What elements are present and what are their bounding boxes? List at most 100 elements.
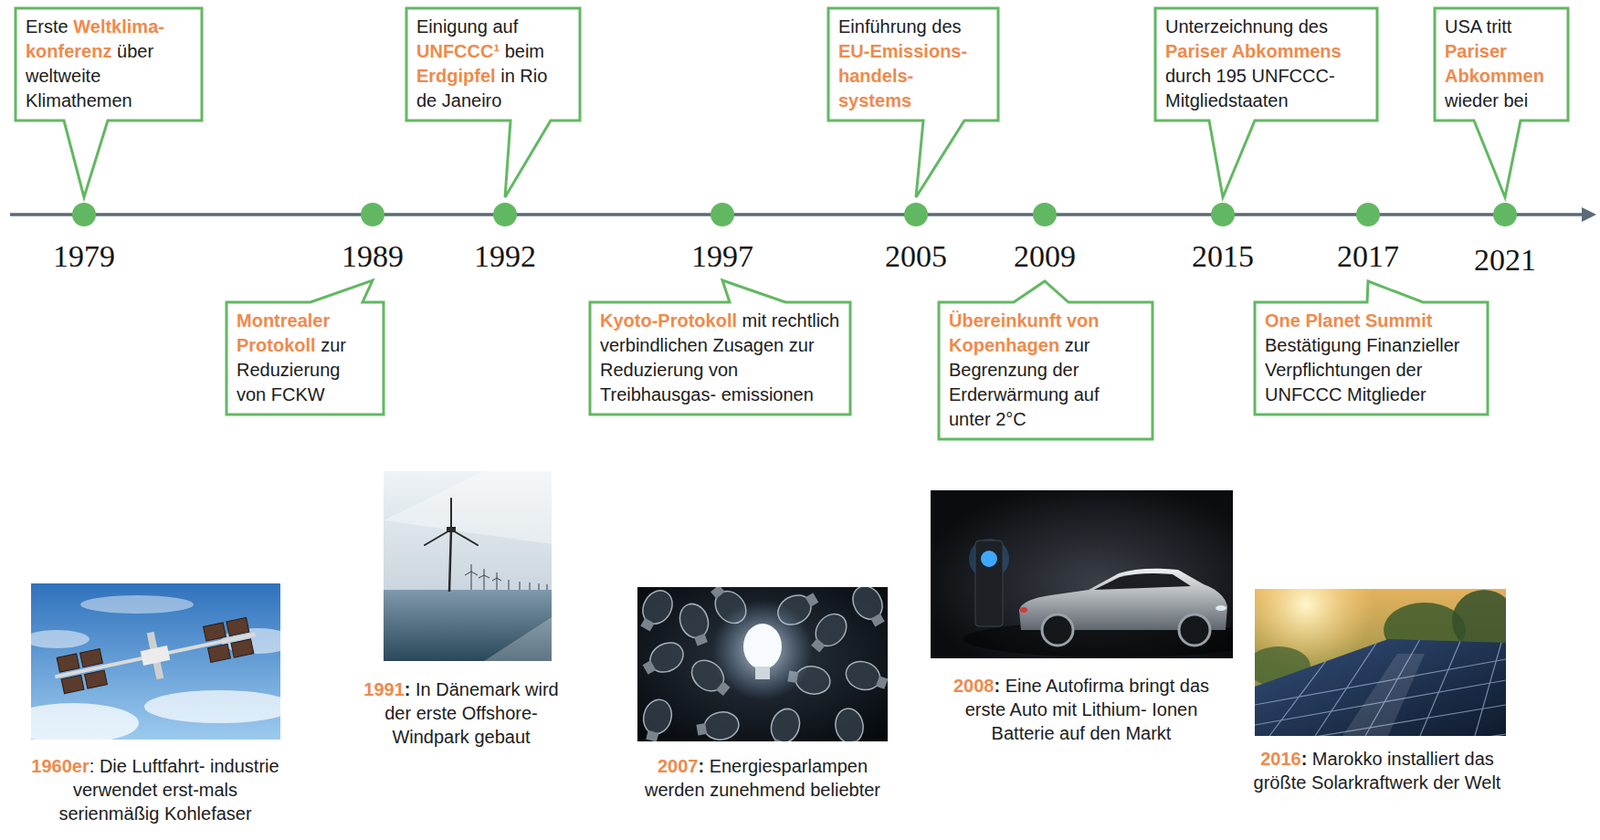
- photo-caption: 2008: Eine Autofirma bringt das erste Au…: [948, 673, 1214, 746]
- callout-outline: [1155, 8, 1378, 198]
- solar-photo-part: [1254, 639, 1506, 737]
- text-run: EU-Emissions- handels- systems: [838, 41, 968, 111]
- satellite-photo-part-part: [231, 639, 254, 658]
- bulb-photo-part: [842, 656, 888, 697]
- timeline-dots-part: [360, 202, 385, 227]
- text-run: :: [697, 756, 705, 777]
- year-label: 2005: [856, 239, 976, 274]
- satellite-photo-part-part: [80, 648, 104, 667]
- callout-box: Unterzeichnung des Pariser Abkommens dur…: [1155, 8, 1378, 121]
- callout-box: Einführung des EU-Emissions- handels- sy…: [828, 8, 999, 121]
- callout-outline: [226, 280, 384, 415]
- callout-outline: [406, 8, 580, 198]
- timeline-dots: [72, 202, 1517, 227]
- text-run: One Planet Summit: [1264, 310, 1432, 331]
- text-run: UNFCCC: [416, 41, 494, 62]
- text-run: 1989: [341, 239, 404, 274]
- callout-text: Einigung auf UNFCCC¹ beim Erdgipfel in R…: [416, 14, 571, 114]
- year-label: 1992: [445, 239, 565, 274]
- text-run: 2021: [1473, 242, 1537, 277]
- photo-caption: 2016: Marokko installiert das größte Sol…: [1240, 747, 1515, 795]
- wind-photo-part: [484, 617, 552, 662]
- wind-photo-part-part: [471, 564, 473, 572]
- year-label: 1989: [313, 239, 432, 274]
- wind-photo-part-part: [529, 582, 531, 590]
- wind-photo: [383, 471, 552, 662]
- car-photo-part: [1042, 614, 1074, 646]
- wind-photo-part-part: [547, 584, 548, 590]
- satellite-photo-part-part: [208, 643, 232, 663]
- car-photo-part: [1094, 573, 1191, 590]
- wind-photo-part: [383, 471, 552, 662]
- callout-outline: [1434, 8, 1569, 198]
- callout-text: Unterzeichnung des Pariser Abkommens dur…: [1165, 14, 1369, 114]
- callout-text: Kyoto-Protokoll mit rechtlich verbindlic…: [600, 308, 842, 408]
- axis-arrowhead: [1581, 207, 1597, 222]
- callout-text: Montrealer Protokoll zur Reduzierung von…: [236, 308, 375, 408]
- satellite-photo: [31, 583, 281, 740]
- text-run: In Dänemark wird der erste Offshore- Win…: [384, 679, 558, 748]
- photo-caption: 1960er: Die Luftfahrt- industrie verwend…: [22, 754, 288, 826]
- callout-outline: [938, 281, 1153, 440]
- bulb-photo: [637, 587, 888, 742]
- timeline-dots-part: [1032, 202, 1057, 227]
- wind-photo-part-part: [538, 583, 540, 590]
- wind-photo-part: [383, 471, 552, 545]
- wind-photo-part-part: [496, 578, 498, 590]
- text-run: 1992: [473, 239, 537, 274]
- wind-photo-part-part: [484, 568, 485, 576]
- callout-text: One Planet Summit Bestätigung Finanziell…: [1264, 308, 1479, 408]
- text-run: 1979: [52, 239, 116, 274]
- car-photo-part: [1178, 614, 1211, 646]
- solar-photo: [1254, 589, 1506, 737]
- callout-text: Erste Weltklima- konferenz über weltweit…: [25, 14, 193, 114]
- satellite-photo-part-part: [226, 617, 250, 636]
- car-photo-part: [975, 540, 1003, 627]
- bulb-photo-part: [694, 709, 742, 742]
- timeline-dots-part: [72, 202, 96, 227]
- bulb-photo-part: [847, 587, 888, 632]
- text-run: :: [404, 679, 411, 700]
- text-run: Einigung auf: [416, 16, 518, 37]
- wind-photo-part-part: [450, 498, 453, 530]
- satellite-photo-part: [31, 630, 90, 649]
- callout-box: Übereinkunft von Kopenhagen zur Begrenzu…: [938, 302, 1153, 440]
- text-run: Pariser Abkommens: [1165, 41, 1342, 62]
- text-run: Bestätigung Finanzieller Verpflichtungen…: [1264, 335, 1460, 405]
- callout-outline: [828, 8, 999, 198]
- axis-line: [10, 212, 1586, 217]
- satellite-photo-part: [31, 703, 139, 740]
- satellite-photo-part-part: [84, 670, 108, 689]
- timeline-dots-part: [1493, 202, 1517, 227]
- callout-box: Montrealer Protokoll zur Reduzierung von…: [226, 302, 384, 415]
- text-run: ¹: [493, 41, 500, 62]
- wind-photo-part: [446, 526, 456, 533]
- text-run: 1997: [691, 239, 754, 274]
- year-label: 2009: [985, 239, 1105, 274]
- text-run: 2009: [1013, 239, 1076, 274]
- callout-text: Einführung des EU-Emissions- handels- sy…: [838, 14, 990, 114]
- wind-photo-part-part: [484, 575, 490, 579]
- text-run: 2007: [657, 756, 699, 777]
- year-label: 1997: [663, 239, 782, 274]
- text-run: Erdgipfel: [416, 65, 496, 86]
- car-photo-part: [980, 550, 998, 568]
- wind-photo-part: [464, 564, 548, 590]
- callout-box: One Planet Summit Bestätigung Finanziell…: [1254, 302, 1488, 415]
- year-label: 2021: [1445, 242, 1565, 278]
- callout-box: Erste Weltklima- konferenz über weltweit…: [15, 8, 202, 121]
- text-run: Kyoto-Protokoll: [600, 310, 737, 331]
- bulb-photo-part: [674, 600, 716, 649]
- solar-photo-part-part: [1420, 639, 1462, 737]
- wind-photo-part-part: [484, 575, 485, 590]
- wind-photo-part-part: [496, 578, 502, 581]
- photo-caption: 2007: Energiesparlampen werden zunehmend…: [632, 754, 894, 802]
- year-label: 1979: [24, 239, 144, 274]
- satellite-photo-part: [80, 595, 194, 614]
- callout-box: USA tritt Pariser Abkommen wieder bei: [1434, 8, 1569, 121]
- text-run: 2017: [1336, 239, 1400, 274]
- text-run: durch 195 UNFCCC- Mitgliedstaaten: [1165, 65, 1336, 111]
- text-run: Einführung des: [838, 16, 962, 37]
- text-run: wieder bei: [1444, 90, 1528, 111]
